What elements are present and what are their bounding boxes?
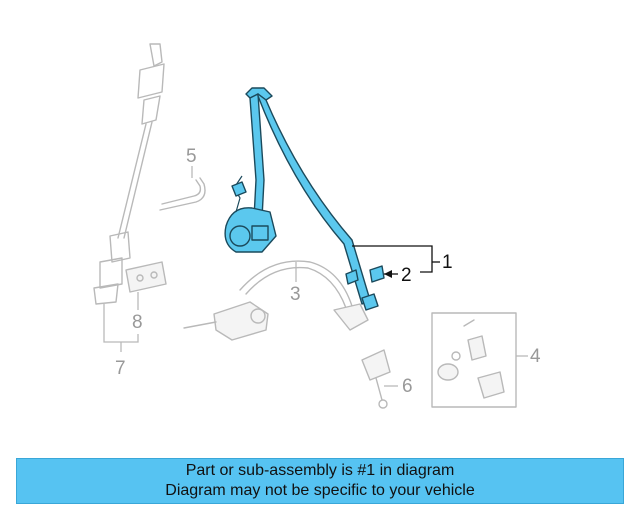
banner-line-1: Part or sub-assembly is #1 in diagram bbox=[185, 462, 455, 479]
part-2-guide[interactable] bbox=[369, 265, 385, 283]
callout-7: 7 bbox=[115, 358, 126, 379]
part-1-2-leader bbox=[352, 245, 440, 278]
part-5-hook[interactable] bbox=[159, 166, 206, 211]
part-7-anchor-rail[interactable] bbox=[93, 43, 165, 305]
part-1-seat-belt[interactable] bbox=[224, 87, 379, 311]
callout-8: 8 bbox=[132, 312, 143, 333]
callout-6: 6 bbox=[402, 376, 413, 397]
callout-3: 3 bbox=[290, 284, 301, 305]
callout-1: 1 bbox=[442, 252, 453, 273]
part-7-leader bbox=[103, 304, 139, 352]
callout-4: 4 bbox=[530, 346, 541, 367]
parts-diagram: 1 2 3 4 5 6 7 8 bbox=[93, 43, 541, 409]
part-6-buckle[interactable] bbox=[361, 349, 398, 409]
callout-5: 5 bbox=[186, 146, 197, 167]
part-3-buckle-cable[interactable] bbox=[183, 260, 369, 341]
info-banner: Part or sub-assembly is #1 in diagram Di… bbox=[16, 458, 624, 504]
part-8-bracket[interactable] bbox=[125, 261, 167, 310]
part-4-accessory-box[interactable] bbox=[431, 312, 528, 408]
callout-2: 2 bbox=[401, 265, 412, 286]
banner-line-2: Diagram may not be specific to your vehi… bbox=[165, 482, 475, 499]
